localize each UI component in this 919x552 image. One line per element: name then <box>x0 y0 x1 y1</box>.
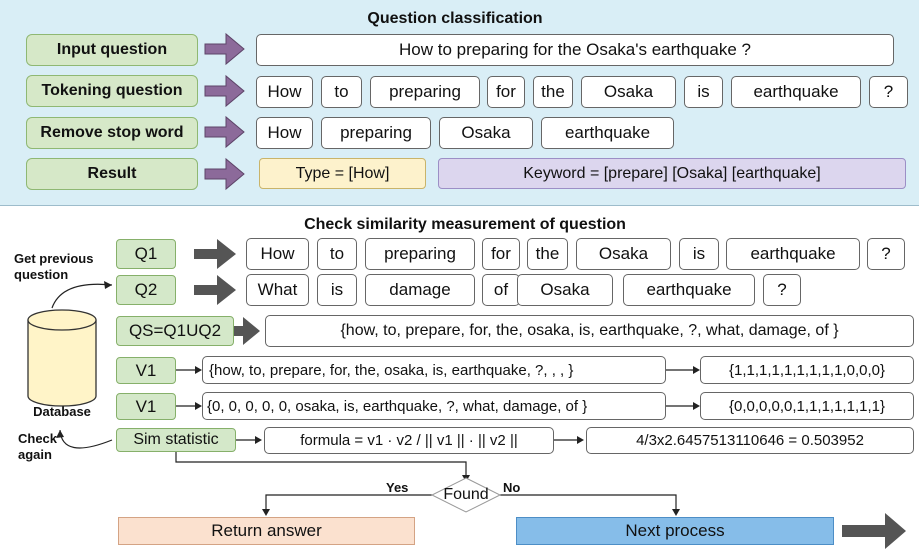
token-box: preparing <box>370 76 480 108</box>
yes-label: Yes <box>386 480 409 495</box>
similarity-title: Check similarity measurement of question <box>304 216 626 233</box>
v1-vector-box: {1,1,1,1,1,1,1,1,1,0,0,0} <box>700 356 914 384</box>
token-box: ? <box>869 76 908 108</box>
q1-token-box: the <box>527 238 568 270</box>
q2-token-box: damage <box>365 274 475 306</box>
result-type-box: Type = [How] <box>259 158 426 189</box>
stage-remove-stop-word: Remove stop word <box>26 117 198 149</box>
q1-token-box: to <box>317 238 357 270</box>
q2-token-box: Osaka <box>517 274 613 306</box>
qs-union-label: QS=Q1UQ2 <box>116 316 234 346</box>
q1-token-box: earthquake <box>726 238 860 270</box>
sim-statistic-label: Sim statistic <box>116 428 236 452</box>
q1-token-box: is <box>679 238 719 270</box>
no-label: No <box>503 480 521 495</box>
v2-label: V1 <box>116 393 176 420</box>
token-box: the <box>533 76 573 108</box>
q2-label: Q2 <box>116 275 176 305</box>
result-keyword-box: Keyword = [prepare] [Osaka] [earthquake] <box>438 158 906 189</box>
filtered-token-box: Osaka <box>439 117 533 149</box>
arrow-remove-icon <box>204 115 245 149</box>
formula-box: formula = v1 · v2 / || v1 || · || v2 || <box>264 427 554 454</box>
q1-token-box: Osaka <box>576 238 671 270</box>
arrowheads <box>56 281 700 516</box>
arrow-qs-icon <box>233 317 260 345</box>
token-box: earthquake <box>731 76 861 108</box>
q1-label: Q1 <box>116 239 176 269</box>
arrow-tokening-icon <box>204 74 245 108</box>
arrow-q2-icon <box>194 275 236 305</box>
q2-token-box: What <box>246 274 309 306</box>
token-box: How <box>256 76 313 108</box>
next-process-box: Next process <box>516 517 834 545</box>
sim-result-box: 4/3x2.6457513110646 = 0.503952 <box>586 427 914 454</box>
thin-arrows <box>51 283 696 512</box>
q2-token-box: is <box>317 274 357 306</box>
q2-token-box: earthquake <box>623 274 755 306</box>
database-label: Database <box>33 404 91 419</box>
arrow-result-icon <box>204 157 245 191</box>
token-box: Osaka <box>581 76 676 108</box>
check-again-label: Check again <box>18 431 58 462</box>
filtered-token-box: preparing <box>321 117 431 149</box>
return-answer-box: Return answer <box>118 517 415 545</box>
q2-token-box: ? <box>763 274 801 306</box>
arrow-input-icon <box>204 32 245 66</box>
v1-label: V1 <box>116 357 176 384</box>
v1-set-box: {how, to, prepare, for, the, osaka, is, … <box>202 356 666 384</box>
stage-result: Result <box>26 158 198 190</box>
found-label: Found <box>443 486 489 503</box>
arrow-next-icon <box>842 513 906 549</box>
found-diamond <box>430 477 502 513</box>
classification-title: Question classification <box>367 10 543 27</box>
get-previous-label: Get previous question <box>14 251 94 282</box>
v2-set-box: {0, 0, 0, 0, 0, osaka, is, earthquake, ?… <box>202 392 666 420</box>
dark-arrows <box>194 239 906 549</box>
token-box: for <box>487 76 525 108</box>
q1-token-box: ? <box>867 238 905 270</box>
token-box: is <box>684 76 723 108</box>
stage-tokening-question: Tokening question <box>26 75 198 107</box>
token-box: to <box>321 76 362 108</box>
database-icon <box>27 309 97 407</box>
v2-vector-box: {0,0,0,0,0,1,1,1,1,1,1,1} <box>700 392 914 420</box>
q2-token-box: of <box>482 274 520 306</box>
stage-input-question: Input question <box>26 34 198 66</box>
filtered-token-box: earthquake <box>541 117 674 149</box>
purple-arrows <box>204 32 245 191</box>
arrow-q1-icon <box>194 239 236 269</box>
q1-token-box: for <box>482 238 520 270</box>
qs-set-box: {how, to, prepare, for, the, osaka, is, … <box>265 315 914 347</box>
q1-token-box: How <box>246 238 309 270</box>
filtered-token-box: How <box>256 117 313 149</box>
input-question-box: How to preparing for the Osaka's earthqu… <box>256 34 894 66</box>
q1-token-box: preparing <box>365 238 475 270</box>
